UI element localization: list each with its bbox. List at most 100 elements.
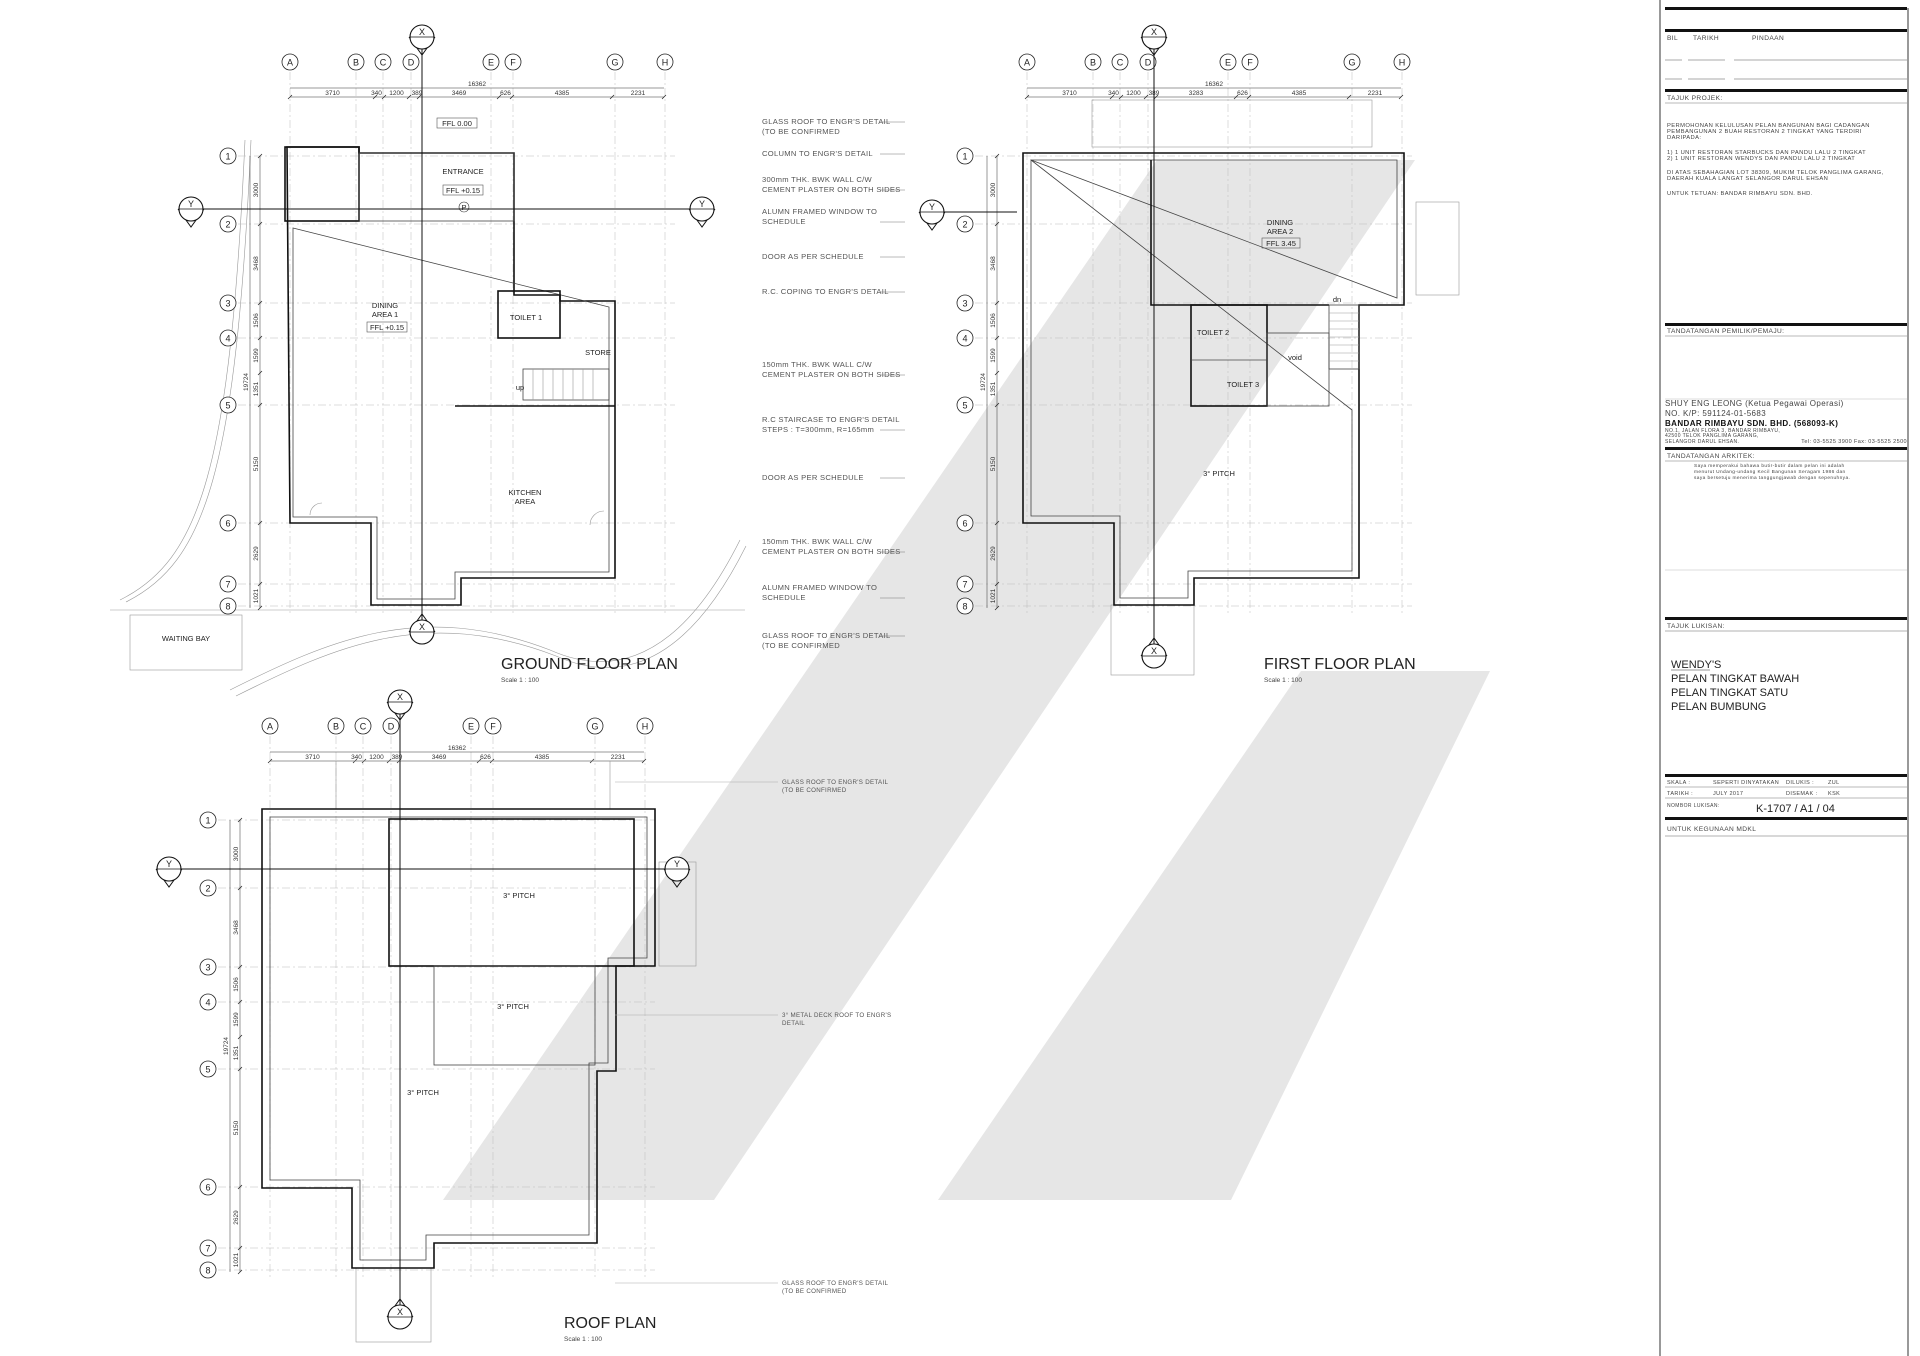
annotation-text: 150mm THK. BWK WALL C/W [762,537,873,546]
dimension-value: 2231 [611,754,626,761]
kitchen-label: KITCHEN [509,488,542,497]
drawing-number-label: NOMBOR LUKISAN: [1667,803,1720,809]
section-marker-x-bottom[interactable]: X [408,613,436,645]
staircase [522,368,610,401]
owner-name: SHUY ENG LEONG (Ketua Pegawai Operasi) [1665,399,1844,408]
date-value: JULY 2017 [1713,791,1743,797]
annotation-text: SCHEDULE [762,593,806,602]
rev-header-pindaan: PINDAAN [1752,35,1784,42]
roof-pitch-label-3: 3° PITCH [407,1088,439,1097]
annotation-text: GLASS ROOF TO ENGR'S DETAIL [762,117,891,126]
grid-bubble-row: 6 [199,1178,217,1196]
grid-col-label: F [490,722,496,732]
grid-col-label: F [510,58,516,68]
company-name: BANDAR RIMBAYU SDN. BHD. (568093-K) [1665,419,1838,428]
annotation-text: GLASS ROOF TO ENGR'S DETAIL [782,1280,888,1287]
section-marker-y-left[interactable]: Y [177,196,205,228]
grid-col-label: F [1247,58,1253,68]
kitchen-label-2: AREA [515,497,535,506]
ground-floor-title: GROUND FLOOR PLAN [501,656,678,673]
dimension-total: 19724 [223,1037,230,1055]
annotation-text: DETAIL [782,1020,805,1027]
annotation-text: DOOR AS PER SCHEDULE [762,473,864,482]
dimension-value: 3000 [990,182,997,197]
grid-bubble-col: C [374,53,392,71]
drawing-number: K-1707 / A1 / 04 [1756,803,1835,815]
stair-down-label: dn [1333,295,1341,304]
waiting-bay: WAITING BAY [129,614,243,671]
dimension-value: 1200 [1126,90,1141,97]
annotation-text: (TO BE CONFIRMED [782,787,847,794]
store-label: STORE [585,348,611,357]
grid-bubble-row: 1 [199,811,217,829]
grid-row-label: 5 [205,1065,210,1075]
grid-bubble-col: H [1393,53,1411,71]
section-marker-label: Y [674,859,680,869]
toilet-3-label: TOILET 3 [1227,380,1259,389]
section-marker-y-right[interactable]: Y [663,856,691,888]
grid-bubble-col: F [1241,53,1259,71]
dimension-value: 2231 [1368,90,1383,97]
address-line: 42500 TELOK PANGLIMA GARANG, [1665,433,1759,439]
grid-col-label: D [408,58,415,68]
dining-area-2-ffl: FFL 3.45 [1266,239,1296,248]
dimension-value: 4385 [535,754,550,761]
section-marker-y-left[interactable]: Y [918,199,946,231]
dimension-value: 5150 [253,456,260,471]
annotation-text: COLUMN TO ENGR'S DETAIL [762,149,873,158]
grid-bubble-col: B [327,717,345,735]
project-description-line: DAERAH KUALA LANGAT SELANGOR DARUL EHSAN [1667,176,1828,182]
dimension-value: 389 [412,90,423,97]
grid-col-label: A [267,722,273,732]
grid-bubble-row: 7 [219,575,237,593]
dimension-value: 2629 [253,546,260,561]
dimension-value: 3468 [233,920,240,935]
annotation-text: GLASS ROOF TO ENGR'S DETAIL [762,631,891,640]
dimension-total: 16362 [1205,81,1223,88]
dimension-value: 3469 [452,90,467,97]
section-marker-x-bottom[interactable]: X [386,1298,414,1330]
dimension-chain-horizontal: 1636237103401200389328362643852231 [1024,81,1404,100]
grid-bubble-col: F [484,717,502,735]
drawing-title-line: PELAN BUMBUNG [1671,701,1766,713]
grid-col-label: D [1145,58,1152,68]
dimension-value: 4385 [1292,90,1307,97]
grid-col-label: H [662,58,669,68]
section-marker-y-right[interactable]: Y [688,196,716,228]
section-marker-x-top[interactable]: X [386,689,414,721]
section-marker-x-bottom[interactable]: X [1140,637,1168,669]
dimension-value: 1021 [990,588,997,603]
grid-row-label: 7 [205,1244,210,1254]
grid-bubble-col: D [1139,53,1157,71]
grid-col-label: G [591,722,598,732]
dimension-value: 1351 [253,381,260,396]
entrance-label: ENTRANCE [442,167,483,176]
dimension-value: 3283 [1189,90,1204,97]
dimension-value: 626 [1237,90,1248,97]
rev-header-bil: BIL [1667,35,1678,42]
annotation-text: GLASS ROOF TO ENGR'S DETAIL [782,779,888,786]
annotation-text: CEMENT PLASTER ON BOTH SIDES [762,185,901,194]
section-marker-label: Y [166,859,172,869]
dimension-total: 16362 [468,81,486,88]
annotation-text: CEMENT PLASTER ON BOTH SIDES [762,370,901,379]
dimension-value: 1506 [233,977,240,992]
annotation-text: CEMENT PLASTER ON BOTH SIDES [762,547,901,556]
section-marker-x-top[interactable]: X [408,24,436,56]
dimension-value: 3710 [305,754,320,761]
dimension-value: 3468 [253,256,260,271]
first-floor-title: FIRST FLOOR PLAN [1264,656,1416,673]
grid-bubble-row: 3 [956,294,974,312]
grid-col-label: E [488,58,494,68]
annotation-text: ALUMN FRAMED WINDOW TO [762,583,877,592]
section-marker-y-left[interactable]: Y [155,856,183,888]
section-marker-x-top[interactable]: X [1140,24,1168,56]
section-marker-label: X [397,1307,403,1317]
grid-row-label: 6 [205,1183,210,1193]
dining-area-1-ffl: FFL +0.15 [370,323,404,332]
roof-plan-scale: Scale 1 : 100 [564,1336,602,1343]
